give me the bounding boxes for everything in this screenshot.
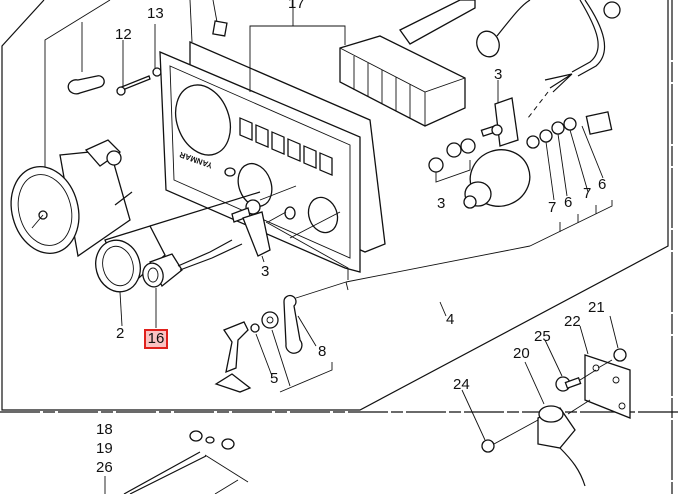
bezel-part-2 xyxy=(95,225,166,327)
label-20: 20 xyxy=(513,345,530,362)
parts-5-8-bracket-line xyxy=(279,362,333,393)
bulb-icon xyxy=(67,75,105,95)
indicator-part-16 xyxy=(142,191,261,328)
label-6a: 6 xyxy=(564,194,572,211)
gauge-part xyxy=(10,139,133,258)
label-24: 24 xyxy=(453,376,470,393)
wiring-harness xyxy=(476,0,621,119)
screw-part-12 xyxy=(116,40,151,96)
relay-part-20 xyxy=(524,361,591,487)
label-16-highlighted[interactable]: 16 xyxy=(147,330,165,347)
label-5: 5 xyxy=(270,370,278,387)
lamp-leader xyxy=(44,0,111,170)
label-3-mid: 3 xyxy=(437,195,445,212)
grommet-part xyxy=(261,311,291,387)
switch-housing-part-17 xyxy=(249,0,466,127)
label-19: 19 xyxy=(96,440,113,457)
washer-part-13 xyxy=(152,24,162,77)
warning-lamp-row xyxy=(239,117,333,177)
label-3-top: 3 xyxy=(494,66,502,83)
label-3-low: 3 xyxy=(261,263,269,280)
label-21: 21 xyxy=(588,299,605,316)
label-17: 17 xyxy=(288,0,305,12)
cover-plate xyxy=(399,0,476,45)
label-13: 13 xyxy=(147,5,164,22)
bracket-part-5 xyxy=(214,321,273,393)
spacer-part-21 xyxy=(597,315,627,369)
label-7b: 7 xyxy=(583,185,591,202)
clip-part xyxy=(212,0,228,37)
label-2: 2 xyxy=(116,325,124,342)
washer-group xyxy=(428,111,613,247)
key-switch xyxy=(463,149,531,209)
label-22: 22 xyxy=(564,313,581,330)
toggle-switch-part-3 xyxy=(480,80,519,147)
bolt-part-25 xyxy=(544,339,597,392)
label-6b: 6 xyxy=(598,176,606,193)
harness-part-18-19-26 xyxy=(104,430,249,494)
label-7a: 7 xyxy=(548,199,556,216)
plate-part-22 xyxy=(579,325,631,419)
label-25: 25 xyxy=(534,328,551,345)
label-18: 18 xyxy=(96,421,113,438)
label-12: 12 xyxy=(115,26,132,43)
instrument-panel: YANMAR xyxy=(159,50,361,273)
seal-part-8 xyxy=(283,294,317,354)
label-4: 4 xyxy=(446,311,454,328)
label-26: 26 xyxy=(96,459,113,476)
highlight-box-16[interactable] xyxy=(144,329,168,349)
nut-part-24 xyxy=(461,389,539,453)
part-4-leader xyxy=(265,221,531,317)
label-8: 8 xyxy=(318,343,326,360)
lamp-socket xyxy=(231,185,341,263)
